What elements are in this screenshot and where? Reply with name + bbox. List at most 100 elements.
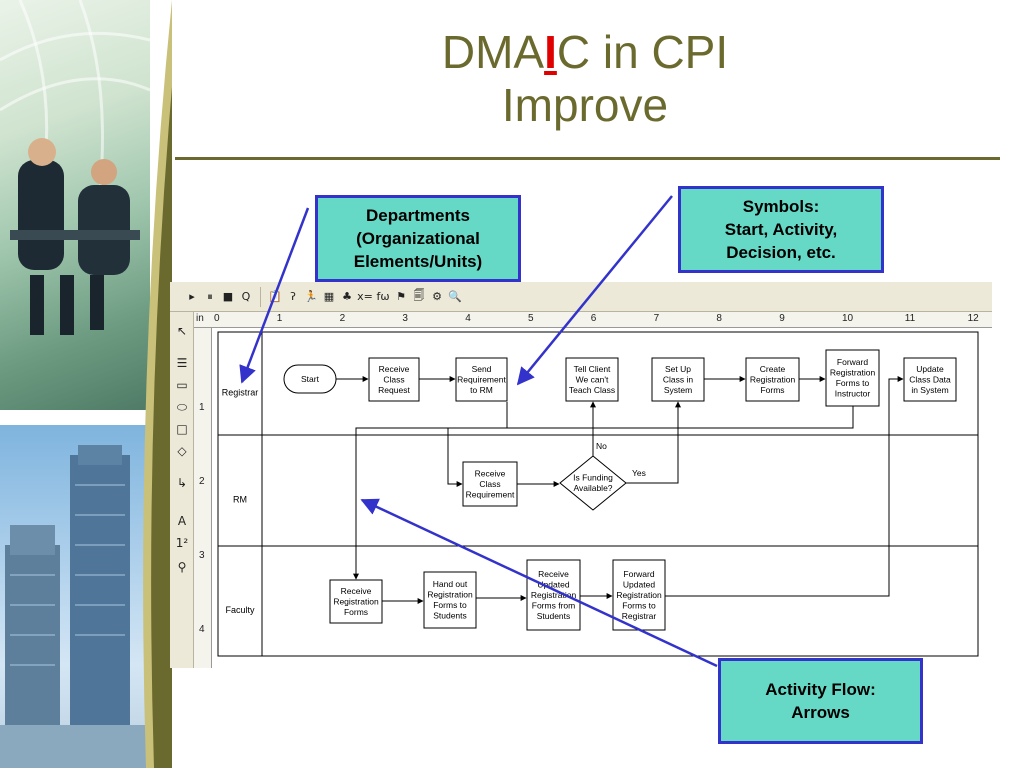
text-block-icon[interactable]: ☰ bbox=[176, 356, 188, 370]
forward-updated-node-label: Forward bbox=[623, 569, 654, 579]
grid-icon[interactable]: ▦ bbox=[323, 290, 335, 303]
stop-icon[interactable]: ■ bbox=[222, 290, 234, 303]
title-highlight-letter: I bbox=[544, 26, 557, 78]
snake-icon[interactable]: ʔ bbox=[290, 290, 296, 303]
decorative-photo-strip bbox=[0, 0, 172, 768]
pointer-icon[interactable]: ↖ bbox=[176, 324, 188, 338]
rectangle-icon[interactable]: ▭ bbox=[176, 378, 188, 392]
decision-yes-label: Yes bbox=[632, 468, 646, 478]
receive-requirement-node-label: Receive bbox=[475, 468, 506, 478]
title-line: DMAIC in CPI bbox=[300, 26, 870, 79]
receive-updated-node-label: Registration bbox=[531, 590, 577, 600]
tool-palette: ↖ ☰ ▭ ⬭ □ ◇ ↳ A 1² ⚲ bbox=[170, 312, 194, 668]
title-divider bbox=[175, 157, 1000, 160]
ruler-tick-label: 9 bbox=[779, 313, 785, 324]
function-icon[interactable]: fω bbox=[376, 290, 390, 303]
forward-to-instructor-node-label: Registration bbox=[830, 368, 876, 378]
diamond-icon[interactable]: ◇ bbox=[177, 444, 187, 458]
send-requirement-node bbox=[455, 357, 508, 402]
receive-requirement-node-label: Requirement bbox=[466, 489, 515, 499]
pause-icon[interactable]: ⏸ bbox=[207, 289, 213, 303]
hand-out-forms-node-label: Hand out bbox=[433, 579, 468, 589]
zoom-icon[interactable]: ⚲ bbox=[177, 560, 187, 574]
swimlane-diagram: RegistrarRMFacultyStartReceiveClassReque… bbox=[217, 331, 979, 657]
slide-subtitle: Improve bbox=[501, 79, 669, 131]
callout-departments-line: Departments bbox=[366, 206, 470, 225]
flow-arrow bbox=[626, 401, 681, 484]
square-icon[interactable]: □ bbox=[176, 422, 188, 436]
receive-updated-node-label: Forms from bbox=[532, 600, 575, 610]
forward-to-instructor-node-label: Instructor bbox=[835, 389, 871, 399]
send-requirement-node-label: Requirement bbox=[457, 374, 506, 384]
ruler-tick-label: 2 bbox=[339, 313, 346, 324]
settings-icon[interactable]: ⚙ bbox=[432, 290, 442, 303]
update-class-data-node-label: Update bbox=[916, 364, 944, 374]
ruler-tick-label: 6 bbox=[590, 313, 597, 324]
ruler-tick-label: 8 bbox=[716, 313, 722, 324]
set-up-class-node-label: Class in bbox=[663, 374, 694, 384]
callout-departments-line: Elements/Units) bbox=[353, 252, 483, 271]
clipboard-icon[interactable]: 📋 bbox=[268, 290, 282, 303]
create-forms-node-label: Registration bbox=[750, 374, 796, 384]
receive-updated-node-label: Receive bbox=[538, 569, 569, 579]
create-forms-node-label: Forms bbox=[760, 385, 784, 395]
tree-icon[interactable]: ♣ bbox=[342, 290, 352, 303]
receive-forms-node-label: Registration bbox=[333, 596, 379, 606]
update-class-data-node-label: in System bbox=[911, 385, 948, 395]
set-up-class-node-label: Set Up bbox=[665, 364, 691, 374]
person-icon[interactable]: 🏃 bbox=[304, 290, 318, 303]
callout-departments: Departments (Organizational Elements/Uni… bbox=[315, 195, 521, 282]
callout-activity-flow-line: Activity Flow: bbox=[765, 680, 876, 699]
tool-toolbar: ▸ ⏸ ■ Q 📋 ʔ 🏃 ▦ ♣ x=fω ⚑ 🗐 ⚙ 🔍 bbox=[170, 282, 992, 312]
start-node-label: Start bbox=[301, 374, 320, 384]
play-icon[interactable]: ▸ bbox=[189, 290, 195, 303]
receive-updated-node-label: Students bbox=[537, 611, 571, 621]
connector-icon[interactable]: ↳ bbox=[176, 476, 188, 490]
numbering-icon[interactable]: 1² bbox=[175, 536, 189, 550]
callout-activity-flow: Activity Flow: Arrows bbox=[718, 658, 923, 744]
business-people-illustration bbox=[0, 0, 151, 335]
ruler-tick-label: 12 bbox=[967, 313, 979, 324]
receive-updated-node-label: Updated bbox=[537, 579, 569, 589]
olive-swoosh-decoration bbox=[143, 0, 172, 768]
funding-decision-label: Is Funding bbox=[573, 473, 613, 483]
callout-symbols: Symbols: Start, Activity, Decision, etc. bbox=[678, 186, 884, 273]
ruler-unit: in bbox=[196, 313, 204, 324]
callout-symbols-line: Start, Activity, bbox=[724, 220, 838, 239]
flow-arrow bbox=[353, 406, 854, 580]
update-class-data-node bbox=[903, 357, 957, 402]
ruler-tick-label: 1 bbox=[199, 402, 205, 413]
flow-arrow bbox=[665, 376, 904, 597]
ruler-tick-label: 3 bbox=[402, 313, 408, 324]
callout-symbols-line: Symbols: bbox=[742, 197, 820, 216]
funding-decision-label: Available? bbox=[573, 483, 612, 493]
send-requirement-node-label: Send bbox=[472, 364, 492, 374]
title-part-1: DMA bbox=[441, 26, 545, 78]
rounded-rect-icon[interactable]: ⬭ bbox=[176, 399, 188, 414]
ruler-tick-label: 5 bbox=[528, 313, 534, 324]
callout-symbols-line: Decision, etc. bbox=[726, 243, 836, 262]
hand-out-forms-node-label: Students bbox=[433, 611, 467, 621]
copy-icon[interactable]: 🗐 bbox=[413, 289, 425, 302]
decision-no-label: No bbox=[596, 441, 607, 451]
preview-icon[interactable]: 🔍 bbox=[448, 290, 462, 303]
tell-client-node-label: Tell Client bbox=[574, 364, 611, 374]
zoom-icon[interactable]: Q bbox=[241, 290, 251, 303]
forward-updated-node-label: Registration bbox=[616, 590, 662, 600]
tell-client-node-label: Teach Class bbox=[569, 385, 615, 395]
forward-updated-node-label: Forms to bbox=[622, 600, 656, 610]
lane-label-faculty: Faculty bbox=[225, 605, 255, 615]
ruler-tick-label: 11 bbox=[904, 313, 916, 324]
forward-to-instructor-node-label: Forward bbox=[837, 357, 868, 367]
slide-title: DMAIC in CPI Improve bbox=[300, 26, 870, 132]
ruler-tick-label: 7 bbox=[653, 313, 660, 324]
toolbar-separator bbox=[260, 286, 261, 307]
formula-icon[interactable]: x= bbox=[357, 290, 373, 303]
ruler-tick-label: 0 bbox=[214, 313, 220, 324]
receive-class-request-node-label: Class bbox=[383, 374, 404, 384]
flag-icon[interactable]: ⚑ bbox=[396, 290, 406, 303]
set-up-class-node-label: System bbox=[664, 385, 692, 395]
text-icon[interactable]: A bbox=[177, 514, 187, 528]
city-skyline-photo bbox=[0, 425, 150, 768]
